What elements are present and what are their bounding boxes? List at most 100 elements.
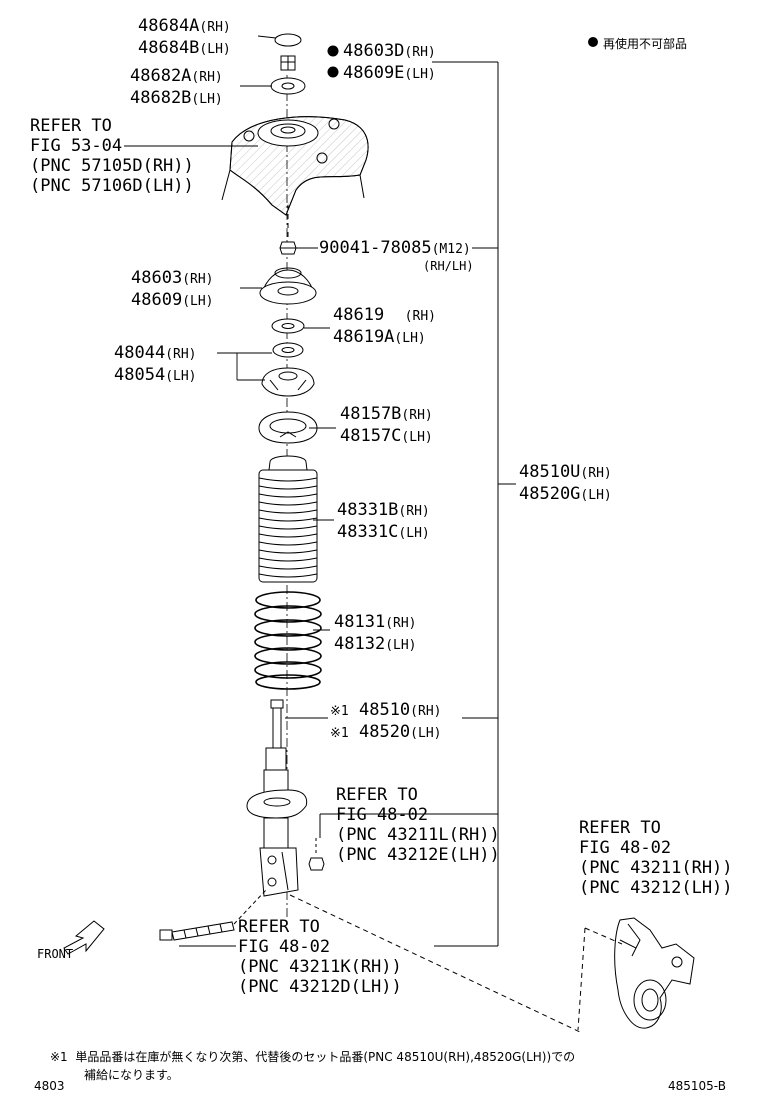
pn-lh: 48132 xyxy=(334,634,386,654)
pn-lh: 48682B xyxy=(130,88,192,108)
pn-lh: 48157C xyxy=(340,426,402,446)
pn-lh: 48609E xyxy=(343,63,405,83)
footnote-line2: 補給になります。 xyxy=(84,1068,179,1082)
rh-tag: (RH) xyxy=(191,70,223,85)
ref-line: FIG 53-04 xyxy=(30,136,123,156)
rh-tag: (RH) xyxy=(385,616,417,631)
label-48619: 48619 (RH) 48619A(LH) xyxy=(333,305,436,349)
bellows-boot-48331 xyxy=(258,455,318,583)
ref-line: (PNC 43211L(RH)) xyxy=(336,825,500,845)
rh-tag: (RH) xyxy=(165,347,197,362)
legend-text: 再使用不可部品 xyxy=(603,37,688,51)
ref-line: (PNC 43212D(LH)) xyxy=(238,977,402,997)
label-48157: 48157B(RH) 48157C(LH) xyxy=(340,404,433,448)
pn-lh: 48520G xyxy=(519,484,581,504)
ref-line: REFER TO xyxy=(238,917,320,937)
lh-tag: (LH) xyxy=(394,331,426,346)
lh-tag: (LH) xyxy=(199,42,231,57)
pn-rh: 48157B xyxy=(340,404,402,424)
label-48684: 48684A(RH) 48684B(LH) xyxy=(138,16,231,60)
label-48044: 48044(RH) 48054(LH) xyxy=(114,343,197,387)
legend-dot xyxy=(588,37,598,47)
note-mark: ※1 xyxy=(330,726,349,741)
pn-lh: 48520 xyxy=(358,722,411,742)
rh-tag: (RH) xyxy=(199,20,231,35)
ref-43211: REFER TO FIG 48-02 (PNC 43211(RH)) (PNC … xyxy=(579,818,733,898)
rh-tag: (RH) xyxy=(410,704,442,719)
steering-knuckle xyxy=(614,917,695,1029)
nut-48603d xyxy=(280,55,296,71)
label-48603d: 48603D(RH) 48609E(LH) xyxy=(343,41,436,85)
lh-tag: (LH) xyxy=(182,294,214,309)
ref-line: (PNC 57105D(RH)) xyxy=(30,156,194,176)
front-arrow xyxy=(63,920,105,955)
lh-tag: (LH) xyxy=(401,430,433,445)
legend: 再使用不可部品 xyxy=(588,36,687,52)
pn-rh: 48331B xyxy=(337,500,399,520)
insulator-48157 xyxy=(258,411,318,444)
shock-absorber-48510 xyxy=(246,699,308,897)
pn-lh: 48054 xyxy=(114,365,166,385)
lh-tag: (LH) xyxy=(191,92,223,107)
front-label: FRONT xyxy=(37,947,74,961)
spring-seat-upper xyxy=(261,367,315,397)
leader-lines xyxy=(124,35,336,947)
pn-rh: 48682A xyxy=(130,66,192,86)
cap-48684 xyxy=(274,33,302,47)
non-reusable-dot xyxy=(327,66,339,78)
strut-tower-body xyxy=(221,116,369,216)
ref-43211l: REFER TO FIG 48-02 (PNC 43211L(RH)) (PNC… xyxy=(336,785,500,865)
ref-fig53: REFER TO FIG 53-04 (PNC 57105D(RH)) (PNC… xyxy=(30,116,194,196)
rh-tag: (RH) xyxy=(401,408,433,423)
pn-rh: 48603 xyxy=(131,268,183,288)
spec: (M12) xyxy=(431,242,471,257)
lh-tag: (LH) xyxy=(404,67,436,82)
lh-tag: (LH) xyxy=(410,726,442,741)
pn-rh: 48044 xyxy=(114,343,166,363)
rh-tag: (RH) xyxy=(182,272,214,287)
rh-tag: (RH) xyxy=(398,504,430,519)
hidden-line-knuckle xyxy=(584,927,623,945)
ref-line: (PNC 43211(RH)) xyxy=(579,858,733,878)
pn-lh: 48331C xyxy=(337,522,399,542)
bolt-43211k xyxy=(159,889,267,941)
pn-lh: 48619A xyxy=(333,327,395,347)
label-48510u: 48510U(RH) 48520G(LH) xyxy=(519,462,612,506)
washer-48044 xyxy=(272,342,304,358)
label-48510: ※1 48510(RH) ※1 48520(LH) xyxy=(330,700,441,744)
lh-tag: (LH) xyxy=(398,526,430,541)
ref-line: (PNC 43212(LH)) xyxy=(579,878,733,898)
footnote-mark: ※1 xyxy=(50,1050,68,1064)
pn-rh: 48510 xyxy=(358,700,411,720)
nut-bracket xyxy=(308,838,325,871)
coil-spring-48131 xyxy=(254,591,322,690)
ref-line: FIG 48-02 xyxy=(579,838,672,858)
ref-line: (PNC 43211K(RH)) xyxy=(238,957,402,977)
ref-line: REFER TO xyxy=(30,116,112,136)
page-code-left: 4803 xyxy=(34,1079,65,1093)
pn-rh: 48510U xyxy=(519,462,581,482)
assembly-bracket xyxy=(319,61,516,947)
note-mark: ※1 xyxy=(330,704,349,719)
ref-line: (PNC 57106D(LH)) xyxy=(30,176,194,196)
ref-line: FIG 48-02 xyxy=(238,937,331,957)
pn-rh: 48619 xyxy=(333,305,385,325)
washer-48619 xyxy=(271,318,305,334)
rh-tag: (RH) xyxy=(404,309,436,324)
pn-rh: 48131 xyxy=(334,612,386,632)
pn: 90041-78085 xyxy=(319,238,432,258)
upper-support-48603 xyxy=(259,267,317,305)
footnote: ※1 単品品番は在庫が無くなり次第、代替後のセット品番(PNC 48510U(R… xyxy=(50,1049,575,1065)
retainer-48682 xyxy=(270,77,306,95)
pn-rh: 48684A xyxy=(138,16,200,36)
lh-tag: (LH) xyxy=(165,369,197,384)
label-48682: 48682A(RH) 48682B(LH) xyxy=(130,66,223,110)
lh-tag: (LH) xyxy=(580,488,612,503)
label-48603: 48603(RH) 48609(LH) xyxy=(131,268,214,312)
rh-tag: (RH) xyxy=(580,466,612,481)
pn-lh: 48609 xyxy=(131,290,183,310)
label-90041-tag: (RH/LH) xyxy=(423,259,474,273)
label-48331: 48331B(RH) 48331C(LH) xyxy=(337,500,430,544)
pn-rh: 48603D xyxy=(343,41,405,61)
